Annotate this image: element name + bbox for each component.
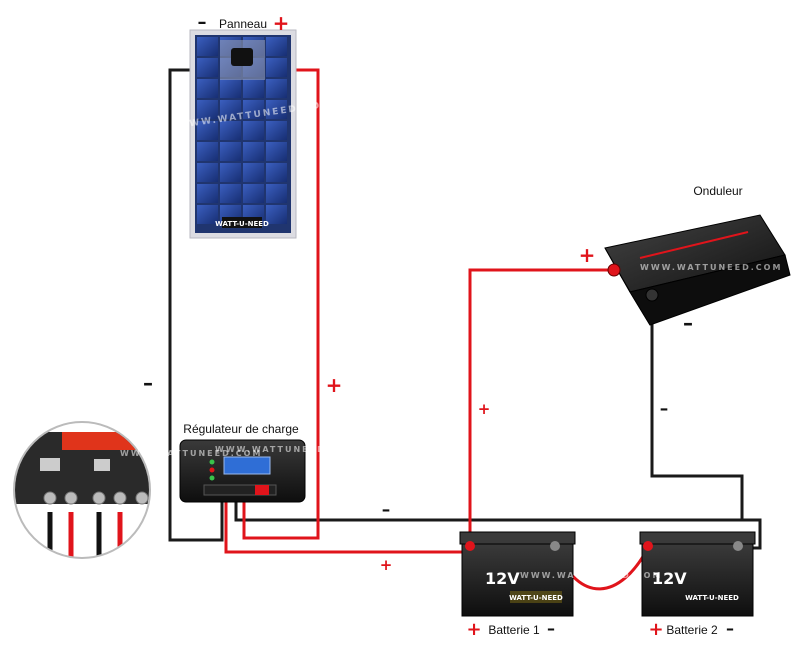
zoom-watermark: WWW.WATTUNEED.COM: [120, 449, 262, 458]
solar-cell: [197, 142, 218, 161]
panel-plus-sign: +: [273, 11, 290, 35]
battery-positive-bus: [224, 500, 470, 554]
inverter-positive-sign: +: [579, 243, 596, 267]
solar-cell: [197, 163, 218, 182]
panel-positive-wire-sign: +: [326, 373, 343, 397]
solar-cell: [266, 58, 287, 77]
zoom-battery-icon: [94, 459, 110, 471]
inverter-negative-wire: [650, 300, 744, 520]
battery-1: 12V WATT-U-NEED: [459, 531, 576, 617]
battery-2: 12V WATT-U-NEED: [639, 531, 756, 617]
solar-panel: WATT-U-NEED: [189, 29, 297, 239]
battery-2-voltage: 12V: [652, 569, 687, 588]
solar-cell: [220, 121, 241, 140]
battery-1-negative-terminal: [550, 541, 560, 551]
solar-cell: [197, 121, 218, 140]
panel-negative-wire-sign: –: [143, 371, 153, 395]
inverter-negative-wire-sign: –: [660, 399, 669, 419]
solar-cell: [243, 142, 264, 161]
inverter-label: Onduleur: [693, 184, 742, 198]
solar-cell: [243, 184, 264, 203]
solar-cell: [197, 205, 218, 224]
solar-cell: [243, 121, 264, 140]
solar-cell: [197, 79, 218, 98]
regulator-watermark: WWW.WATTUNEED.COM: [215, 445, 357, 454]
battery-2-brand: WATT-U-NEED: [685, 594, 739, 602]
battery-1-positive-terminal: [465, 541, 475, 551]
battery-1-voltage: 12V: [485, 569, 520, 588]
regulator-label: Régulateur de charge: [183, 422, 299, 436]
inverter-positive-terminal: [607, 263, 621, 277]
inverter: [604, 214, 791, 326]
solar-cell: [197, 100, 218, 119]
bus-positive-sign: +: [380, 556, 393, 574]
bus-negative-sign: –: [382, 500, 391, 520]
solar-cell: [266, 37, 287, 56]
terminal-zoom-circle: WWW.WATTUNEED.COM: [13, 421, 262, 559]
solar-cell: [220, 184, 241, 203]
zoom-panel-icon: [40, 458, 60, 471]
regulator-display: [223, 456, 271, 475]
solar-cell: [220, 142, 241, 161]
solar-cell: [266, 100, 287, 119]
solar-cell: [220, 79, 241, 98]
battery-2-negative-terminal: [733, 541, 743, 551]
panel-brand-badge: [222, 217, 262, 228]
solar-cell: [197, 58, 218, 77]
panel-minus-sign: –: [198, 12, 207, 33]
solar-cell: [266, 142, 287, 161]
charge-regulator: [179, 439, 306, 503]
solar-cell: [220, 100, 241, 119]
solar-cell: [220, 163, 241, 182]
battery-2-plus-sign: +: [648, 619, 663, 640]
solar-cell: [197, 184, 218, 203]
battery-1-brand: WATT-U-NEED: [509, 594, 563, 602]
battery-2-label: Batterie 2: [666, 623, 718, 637]
battery-2-positive-terminal: [643, 541, 653, 551]
solar-cell: [266, 79, 287, 98]
solar-cell: [243, 100, 264, 119]
inverter-positive-wire-sign: +: [478, 400, 491, 418]
solar-cell: [266, 184, 287, 203]
battery-1-label: Batterie 1: [488, 623, 540, 637]
inverter-positive-wire: [468, 268, 612, 548]
inverter-negative-terminal: [645, 288, 659, 302]
panel-brand-text: WATT-U-NEED: [215, 220, 269, 228]
battery-watermark: WWW.WATTUNEED.COM: [520, 571, 662, 580]
inverter-negative-sign: –: [683, 311, 693, 335]
solar-cell: [197, 37, 218, 56]
solar-cell: [266, 205, 287, 224]
junction-box: [231, 48, 253, 66]
solar-cell: [243, 79, 264, 98]
solar-cell: [266, 121, 287, 140]
battery-2-minus-sign: –: [726, 619, 734, 638]
inverter-watermark: WWW.WATTUNEED.COM: [640, 263, 782, 272]
battery-1-minus-sign: –: [547, 619, 555, 638]
battery-1-plus-sign: +: [466, 619, 481, 640]
solar-cell: [243, 163, 264, 182]
solar-cell: [266, 163, 287, 182]
panel-label: Panneau: [219, 17, 267, 31]
